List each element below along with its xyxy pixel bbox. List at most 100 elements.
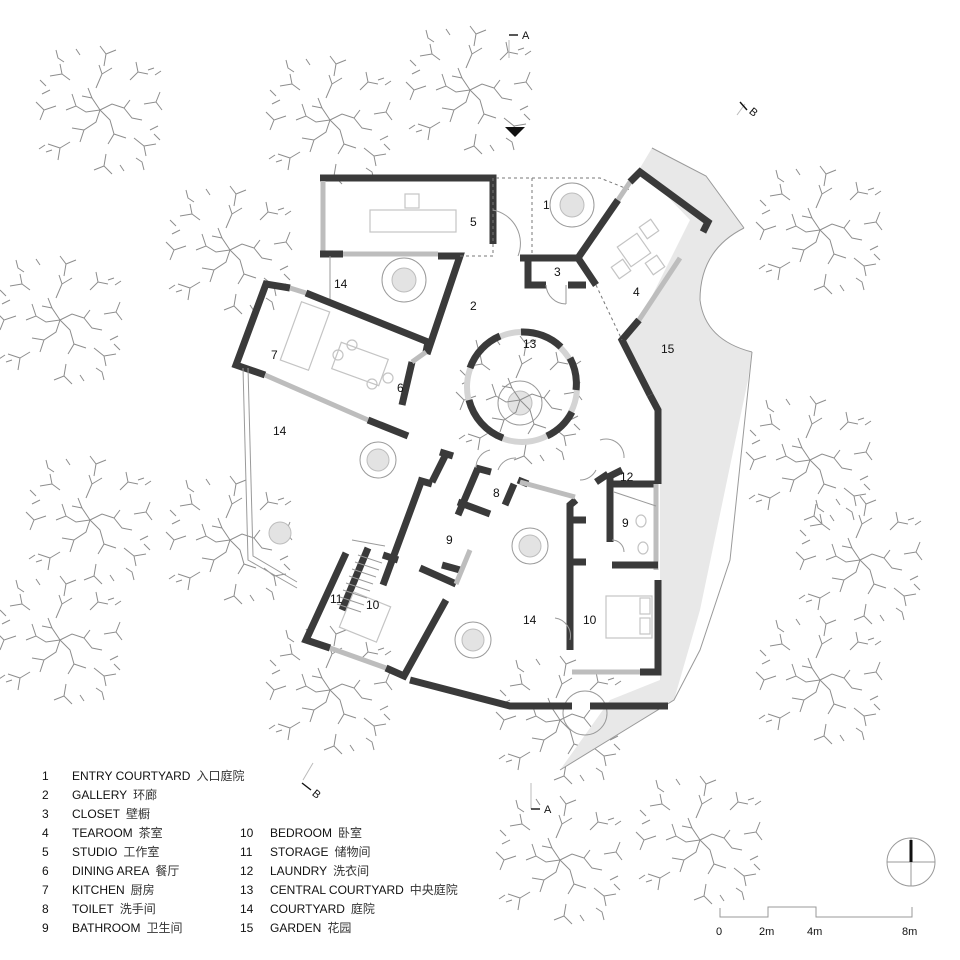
room-label-9-east: 9 bbox=[622, 516, 629, 530]
scale-tick-2m: 2m bbox=[759, 926, 775, 938]
east-wing-walls bbox=[519, 393, 662, 676]
legend-en: LAUNDRY bbox=[270, 864, 328, 878]
room-label-12: 12 bbox=[620, 470, 634, 484]
studio-walls bbox=[320, 174, 631, 356]
courtyard-trees bbox=[268, 182, 608, 736]
scale-tick-8m: 8m bbox=[902, 926, 918, 938]
legend-zh: 花园 bbox=[327, 921, 352, 935]
section-b-bottom-label: B bbox=[309, 788, 322, 802]
room-label-2: 2 bbox=[470, 299, 477, 313]
legend-num: 12 bbox=[240, 864, 254, 878]
legend-num: 5 bbox=[42, 845, 49, 859]
legend-zh: 庭院 bbox=[350, 902, 375, 916]
legend-item-4: 4 TEAROOM 茶室 bbox=[42, 824, 244, 843]
legend-num: 15 bbox=[240, 921, 254, 935]
legend-en: TOILET bbox=[72, 902, 114, 916]
legend-zh: 储物间 bbox=[334, 845, 371, 859]
legend-zh: 卫生间 bbox=[146, 921, 183, 935]
legend-en: STORAGE bbox=[270, 845, 329, 859]
west-wing-walls bbox=[301, 448, 668, 710]
legend-item-13: 13 CENTRAL COURTYARD 中央庭院 bbox=[240, 881, 458, 900]
legend-item-9: 9 BATHROOM 卫生间 bbox=[42, 919, 244, 938]
scale-tick-4m: 4m bbox=[807, 926, 823, 938]
legend-num: 10 bbox=[240, 826, 254, 840]
legend-item-7: 7 KITCHEN 厨房 bbox=[42, 881, 244, 900]
room-label-13: 13 bbox=[523, 337, 537, 351]
legend-num: 13 bbox=[240, 883, 254, 897]
legend-num: 2 bbox=[42, 788, 49, 802]
scale-tick-0: 0 bbox=[716, 926, 723, 938]
legend-item-8: 8 TOILET 洗手间 bbox=[42, 900, 244, 919]
legend-num: 14 bbox=[240, 902, 254, 916]
legend-num: 6 bbox=[42, 864, 49, 878]
legend-num: 3 bbox=[42, 807, 49, 821]
section-a-top-label: A bbox=[522, 30, 530, 42]
room-label-3: 3 bbox=[554, 265, 561, 279]
legend-num: 8 bbox=[42, 902, 49, 916]
garden-area bbox=[560, 148, 752, 770]
legend-zh: 卧室 bbox=[338, 826, 363, 840]
legend-en: CENTRAL COURTYARD bbox=[270, 883, 404, 897]
kitchen-dining-walls bbox=[231, 280, 433, 440]
legend-item-2: 2 GALLERY 环廊 bbox=[42, 786, 244, 805]
scale-bar bbox=[719, 906, 913, 918]
room-label-6: 6 bbox=[397, 381, 404, 395]
room-label-14-west: 14 bbox=[273, 424, 287, 438]
legend-column-2: 10 BEDROOM 卧室 11 STORAGE 储物间 12 LAUNDRY 洗衣间 13… bbox=[240, 824, 458, 938]
room-labels: 1 2 3 4 5 6 7 8 9 9 10 10 11 12 13 14 14… bbox=[271, 198, 675, 627]
section-b-top-label: B bbox=[746, 106, 759, 120]
room-label-7: 7 bbox=[271, 348, 278, 362]
legend-item-14: 14 COURTYARD 庭院 bbox=[240, 900, 458, 919]
north-arrow-icon bbox=[886, 837, 936, 887]
room-label-10-west: 10 bbox=[366, 598, 380, 612]
legend-zh: 厨房 bbox=[130, 883, 155, 897]
legend-item-11: 11 STORAGE 储物间 bbox=[240, 843, 458, 862]
room-label-14-north: 14 bbox=[334, 277, 348, 291]
room-label-11: 11 bbox=[330, 592, 343, 606]
legend-en: COURTYARD bbox=[270, 902, 345, 916]
room-label-14-south: 14 bbox=[523, 613, 537, 627]
entry-triangle-icon bbox=[505, 127, 525, 137]
legend-zh: 餐厅 bbox=[155, 864, 180, 878]
west-courtyard-boundary bbox=[242, 367, 298, 589]
legend-en: GALLERY bbox=[72, 788, 128, 802]
section-a-bottom-label: A bbox=[544, 804, 552, 816]
central-courtyard-ring bbox=[464, 328, 580, 445]
legend-zh: 壁橱 bbox=[126, 807, 151, 821]
legend-en: GARDEN bbox=[270, 921, 322, 935]
legend-zh: 工作室 bbox=[123, 845, 160, 859]
room-label-1: 1 bbox=[543, 198, 550, 212]
legend-en: CLOSET bbox=[72, 807, 121, 821]
legend-num: 9 bbox=[42, 921, 49, 935]
legend-zh: 环廊 bbox=[133, 788, 158, 802]
legend-item-15: 15 GARDEN 花园 bbox=[240, 919, 458, 938]
legend-item-10: 10 BEDROOM 卧室 bbox=[240, 824, 458, 843]
room-label-9-west: 9 bbox=[446, 533, 453, 547]
legend-num: 4 bbox=[42, 826, 49, 840]
legend-item-6: 6 DINING AREA 餐厅 bbox=[42, 862, 244, 881]
legend-en: BEDROOM bbox=[270, 826, 333, 840]
room-label-5: 5 bbox=[470, 215, 477, 229]
room-label-8: 8 bbox=[493, 486, 500, 500]
room-label-15: 15 bbox=[661, 342, 675, 356]
door-swings bbox=[475, 209, 625, 641]
legend-en: DINING AREA bbox=[72, 864, 150, 878]
legend-zh: 洗手间 bbox=[119, 902, 156, 916]
tearoom-walls bbox=[575, 167, 713, 397]
legend-zh: 中央庭院 bbox=[409, 883, 458, 897]
legend-num: 7 bbox=[42, 883, 49, 897]
legend-en: KITCHEN bbox=[72, 883, 125, 897]
legend-item-12: 12 LAUNDRY 洗衣间 bbox=[240, 862, 458, 881]
room-label-10-east: 10 bbox=[583, 613, 597, 627]
legend-item-3: 3 CLOSET 壁橱 bbox=[42, 805, 244, 824]
legend-en: TEAROOM bbox=[72, 826, 133, 840]
legend-zh: 入口庭院 bbox=[196, 769, 245, 783]
legend-zh: 洗衣间 bbox=[333, 864, 370, 878]
legend-num: 11 bbox=[240, 845, 253, 859]
legend-en: BATHROOM bbox=[72, 921, 141, 935]
legend-zh: 茶室 bbox=[138, 826, 163, 840]
